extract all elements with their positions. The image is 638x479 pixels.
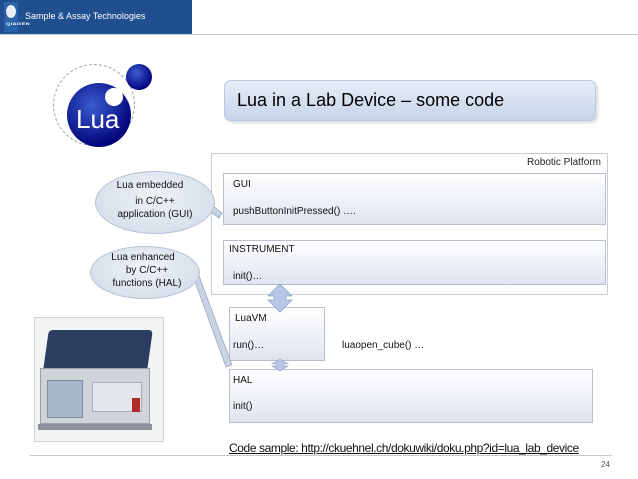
footer-divider (30, 455, 612, 456)
hal-code: init() (233, 401, 253, 412)
header-tagline: Sample & Assay Technologies (25, 11, 146, 21)
device-base (38, 424, 152, 430)
hal-label: HAL (233, 375, 253, 386)
instrument-label: INSTRUMENT (229, 244, 295, 255)
lua-logo-text: Lua (76, 104, 120, 134)
callout-enhanced-line1: Lua enhanced (111, 252, 175, 263)
instrument-layer (223, 240, 606, 285)
device-cover (43, 330, 153, 370)
gui-code: pushButtonInitPressed() …. (233, 206, 356, 217)
slide-title: Lua in a Lab Device – some code (237, 90, 505, 110)
luavm-layer (229, 307, 325, 361)
bidirectional-arrow-icon (267, 283, 293, 313)
page-number: 24 (601, 460, 610, 469)
qiagen-logo-mark (6, 5, 16, 18)
gui-label: GUI (233, 179, 251, 190)
code-sample-link[interactable]: Code sample: http://ckuehnel.ch/dokuwiki… (229, 441, 579, 455)
header-banner (0, 0, 192, 34)
lua-logo-moon (126, 64, 152, 90)
callout-embedded-line2: in C/C++ (135, 196, 175, 207)
gui-layer (223, 173, 606, 225)
callout-embedded-line1: Lua embedded (116, 180, 184, 191)
header-divider (0, 34, 638, 35)
luavm-label: LuaVM (235, 313, 267, 324)
lua-logo-hole (105, 88, 123, 106)
callout-enhanced (90, 246, 200, 299)
callout-embedded (95, 171, 215, 234)
brand-name: QIAGEN (6, 22, 31, 26)
platform-label: Robotic Platform (527, 157, 601, 168)
callout-enhanced-line3: functions (HAL) (112, 278, 182, 289)
bidirectional-arrow-icon (270, 358, 290, 372)
callout-embedded-line3: application (GUI) (117, 209, 193, 220)
callout-enhanced-line2: by C/C++ (125, 265, 169, 276)
luavm-code: run()… (233, 340, 265, 351)
device-red-indicator (132, 398, 140, 412)
hal-layer (229, 369, 593, 423)
instrument-code: init()… (233, 271, 263, 282)
luaopen-code: luaopen_cube() … (342, 340, 425, 351)
slide-title-box (224, 80, 596, 121)
device-window (47, 380, 83, 418)
